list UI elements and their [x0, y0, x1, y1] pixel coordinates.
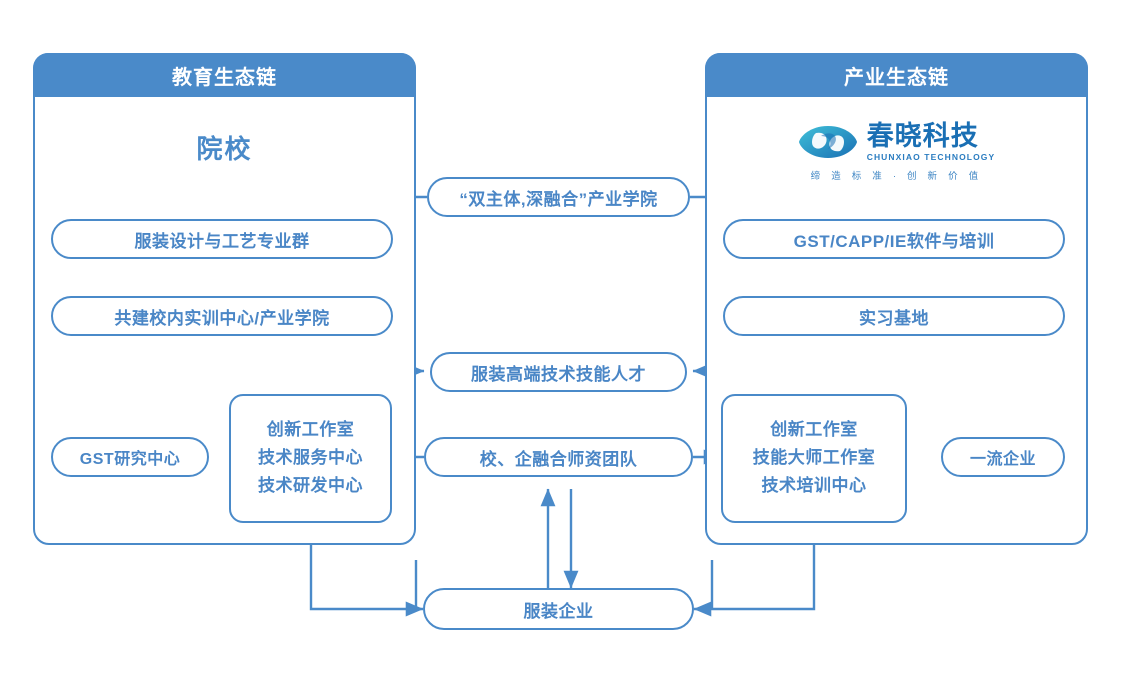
chunxiao-logo: 春晓科技 CHUNXIAO TECHNOLOGY 缔 造 标 准 · 创 新 价… [707, 121, 1086, 182]
node-right-innovation-centers[interactable]: 创新工作室 技能大师工作室 技术培训中心 [721, 394, 907, 523]
left-panel-title: 院校 [196, 134, 253, 164]
right-center-line-3: 技术培训中心 [761, 475, 867, 495]
logo-name-cn: 春晓科技 [866, 121, 979, 152]
node-left-innovation-centers[interactable]: 创新工作室 技术服务中心 技术研发中心 [229, 394, 392, 523]
industry-chain-header: 产业生态链 [705, 53, 1088, 97]
node-gst-research-center[interactable]: GST研究中心 [51, 437, 209, 477]
left-center-line-3: 技术研发中心 [258, 475, 363, 495]
node-apparel-enterprise[interactable]: 服装企业 [423, 588, 694, 630]
right-center-line-2: 技能大师工作室 [752, 448, 876, 468]
node-apparel-major-group-label: 服装设计与工艺专业群 [134, 231, 310, 251]
chunxiao-eye-logo-icon [798, 126, 857, 158]
node-gst-capp-ie-software-label: GST/CAPP/IE软件与培训 [793, 231, 995, 251]
logo-name-en: CHUNXIAO TECHNOLOGY [866, 151, 996, 162]
right-center-line-1: 创新工作室 [770, 420, 858, 440]
education-chain-header: 教育生态链 [33, 53, 416, 97]
node-gst-capp-ie-software[interactable]: GST/CAPP/IE软件与培训 [723, 219, 1065, 259]
node-industry-college[interactable]: “双主体,深融合”产业学院 [427, 177, 690, 217]
node-faculty-team[interactable]: 校、企融合师资团队 [424, 437, 693, 477]
node-campus-training-center-label: 共建校内实训中心/产业学院 [114, 308, 330, 328]
node-industry-college-label: “双主体,深融合”产业学院 [459, 189, 658, 209]
left-center-line-2: 技术服务中心 [258, 448, 363, 468]
node-internship-base-label: 实习基地 [859, 308, 929, 328]
node-high-end-talent-label: 服装高端技术技能人才 [471, 364, 646, 384]
education-chain-body: 院校 [35, 99, 414, 543]
node-top-tier-enterprise[interactable]: 一流企业 [941, 437, 1065, 477]
node-apparel-enterprise-label: 服装企业 [523, 601, 594, 621]
industry-chain-body: 春晓科技 CHUNXIAO TECHNOLOGY 缔 造 标 准 · 创 新 价… [707, 99, 1086, 543]
logo-tagline: 缔 造 标 准 · 创 新 价 值 [810, 171, 983, 182]
node-campus-training-center[interactable]: 共建校内实训中心/产业学院 [51, 296, 393, 336]
node-high-end-talent[interactable]: 服装高端技术技能人才 [430, 352, 687, 392]
node-apparel-major-group[interactable]: 服装设计与工艺专业群 [51, 219, 393, 259]
left-center-line-1: 创新工作室 [266, 420, 355, 440]
node-faculty-team-label: 校、企融合师资团队 [479, 449, 638, 469]
node-internship-base[interactable]: 实习基地 [723, 296, 1065, 336]
node-gst-research-center-label: GST研究中心 [79, 451, 181, 468]
node-top-tier-enterprise-label: 一流企业 [969, 451, 1036, 468]
